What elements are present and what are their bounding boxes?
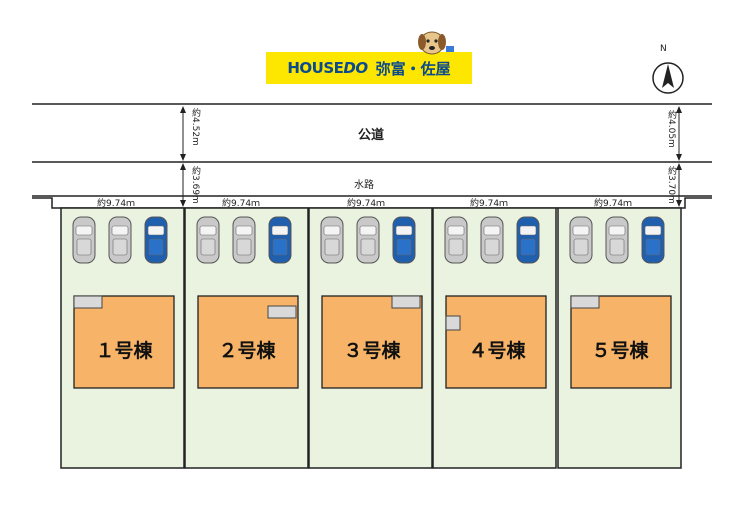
car-windshield <box>447 225 465 236</box>
car-roof <box>396 238 412 256</box>
road-label: 公道 <box>358 128 385 143</box>
car-windshield <box>644 225 662 236</box>
lot-1-house-name: １号棟 <box>95 340 153 362</box>
car-windshield <box>608 225 626 236</box>
car-roof <box>573 238 589 256</box>
car-roof <box>609 238 625 256</box>
dog-mascot-icon <box>418 31 454 55</box>
lot-5-utility-box <box>570 295 600 309</box>
car-windshield <box>572 225 590 236</box>
lot-3-utility-box <box>391 295 421 309</box>
lot-1-frontage: 約9.74ｍ <box>97 199 136 209</box>
lot-5-frontage: 約9.74ｍ <box>594 199 633 209</box>
car-roof <box>76 238 92 256</box>
lots-layer <box>60 207 682 469</box>
arrowhead-icon <box>180 106 186 113</box>
car-windshield <box>395 225 413 236</box>
arrowhead-icon <box>180 163 186 170</box>
car-roof <box>520 238 536 256</box>
north-arrow-icon <box>652 62 684 94</box>
brand-house-text: HOUSE <box>287 59 344 77</box>
car-windshield <box>235 225 253 236</box>
arrowhead-icon <box>676 200 682 207</box>
car-windshield <box>483 225 501 236</box>
lot-3-house-name: ３号棟 <box>343 340 401 362</box>
car-roof <box>448 238 464 256</box>
brand-name: HOUSEDO <box>287 59 368 77</box>
lot-4-frontage: 約9.74ｍ <box>470 199 509 209</box>
car-windshield <box>147 225 165 236</box>
lot-3-frontage: 約9.74ｍ <box>347 199 386 209</box>
car-roof <box>148 238 164 256</box>
waterway-width-right-label: 約3.70m <box>666 166 676 204</box>
housedo-logo: HOUSEDO 弥富・佐屋 <box>266 52 472 84</box>
arrowhead-icon <box>180 154 186 161</box>
car-roof <box>484 238 500 256</box>
car-windshield <box>271 225 289 236</box>
waterway-width-left-label: 約3.69m <box>190 166 200 204</box>
lot-1-utility-box <box>73 295 103 309</box>
car-windshield <box>111 225 129 236</box>
car-roof <box>645 238 661 256</box>
lot-4-house-footprint <box>445 295 547 389</box>
lot-1-house-footprint <box>73 295 175 389</box>
branch-name: 弥富・佐屋 <box>375 59 451 78</box>
waterway-label: 水路 <box>354 180 374 191</box>
road-width-right-label: 約4.05m <box>666 110 676 148</box>
arrowhead-icon <box>180 200 186 207</box>
arrowhead-icon <box>676 106 682 113</box>
car-windshield <box>75 225 93 236</box>
lot-2-utility-box <box>267 305 297 319</box>
lot-4-utility-box <box>445 315 461 331</box>
lot-4-house-name: ４号棟 <box>468 340 526 362</box>
car-roof <box>200 238 216 256</box>
arrowhead-icon <box>676 163 682 170</box>
lot-2-frontage: 約9.74ｍ <box>222 199 261 209</box>
lot-5-house-name: ５号棟 <box>591 340 649 362</box>
road-width-left-label: 約4.52m <box>190 108 200 146</box>
car-roof <box>324 238 340 256</box>
brand-do-text: DO <box>343 59 368 77</box>
car-roof <box>360 238 376 256</box>
lot-3-house-footprint <box>321 295 423 389</box>
compass-n-label: N <box>660 44 667 54</box>
car-windshield <box>359 225 377 236</box>
car-roof <box>112 238 128 256</box>
car-windshield <box>199 225 217 236</box>
car-windshield <box>519 225 537 236</box>
lot-2-house-name: ２号棟 <box>218 340 276 362</box>
car-windshield <box>323 225 341 236</box>
arrowhead-icon <box>676 154 682 161</box>
lot-5-house-footprint <box>570 295 672 389</box>
car-roof <box>236 238 252 256</box>
car-roof <box>272 238 288 256</box>
